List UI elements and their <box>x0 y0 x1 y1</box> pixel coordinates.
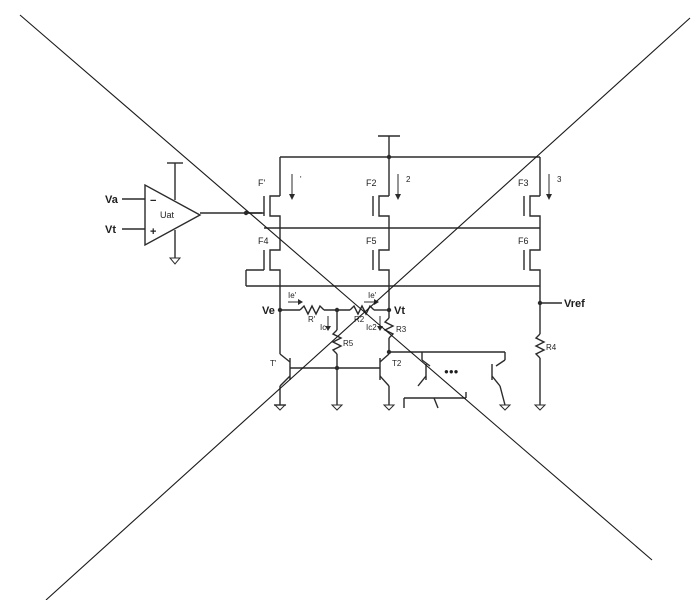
opamp-section: Va Vt − + Uat <box>105 162 262 265</box>
r1-label: R' <box>308 315 316 324</box>
resistor-r5 <box>331 329 343 355</box>
ic2-label: Ic2 <box>366 323 377 332</box>
mosfet-f6: F6 <box>518 230 541 288</box>
r4-label: R4 <box>546 343 557 352</box>
array-ground-symbol <box>498 404 512 411</box>
t1-label: T' <box>270 359 277 368</box>
mosfet-f4: F4 <box>258 230 281 288</box>
opamp-label: Uat <box>160 210 175 220</box>
f6-label: F6 <box>518 236 529 246</box>
i3-label: 3 <box>557 175 562 184</box>
opamp-triangle <box>144 183 202 247</box>
input-vt-label: Vt <box>105 224 116 236</box>
mosfet-f1: F' ' <box>246 174 302 230</box>
f5-label: F5 <box>366 236 377 246</box>
r5-label: R5 <box>343 339 354 348</box>
r4-ground-symbol <box>533 404 547 411</box>
ve-label: Ve <box>262 305 275 317</box>
ie2-label: Ie' <box>368 291 377 300</box>
r5-ground-symbol <box>330 404 344 411</box>
opamp-ground-symbol <box>168 257 182 265</box>
mosfet-f5: F5 <box>366 230 390 288</box>
vt-node-label: Vt <box>394 305 405 317</box>
mosfet-f3: F3 3 <box>518 174 562 230</box>
t2-label: T2 <box>392 359 402 368</box>
transistor-t1: T' <box>270 310 291 411</box>
ie-label: Ie' <box>288 291 297 300</box>
f3-label: F3 <box>518 178 529 188</box>
opamp-minus: − <box>150 195 156 207</box>
transistor-t2: T2 <box>379 353 402 411</box>
ic-label: Ic <box>320 323 326 332</box>
f4-label: F4 <box>258 236 269 246</box>
cross-line-descending <box>19 14 653 561</box>
input-va-label: Va <box>105 194 119 206</box>
t2-ground-symbol <box>382 404 396 411</box>
f2-label: F2 <box>366 178 377 188</box>
f1-label: F' <box>258 178 265 188</box>
cross-line-ascending <box>45 17 691 600</box>
r2-label: R2 <box>354 315 365 324</box>
cross-out-overlay <box>19 14 691 600</box>
transistor-array: ●●● <box>386 349 512 411</box>
resistor-r4 <box>534 333 546 359</box>
vref-label: Vref <box>564 298 585 310</box>
opamp-plus: + <box>150 226 156 238</box>
supply-rail <box>279 135 541 196</box>
bandgap-core: Ve Vt R' R2 Ie' Ie' R5 Ic R3 Ic2 <box>262 288 407 371</box>
t1-ground-symbol <box>273 404 287 411</box>
resistor-r2 <box>349 304 375 316</box>
i1-label: ' <box>300 175 302 184</box>
vref-branch: Vref R4 <box>533 288 585 411</box>
array-ellipsis: ●●● <box>444 367 459 376</box>
i2-label: 2 <box>406 175 411 184</box>
resistor-r1 <box>299 304 325 316</box>
resistor-r3 <box>383 317 395 339</box>
r3-label: R3 <box>396 325 407 334</box>
mosfet-f2: F2 2 <box>366 174 411 230</box>
